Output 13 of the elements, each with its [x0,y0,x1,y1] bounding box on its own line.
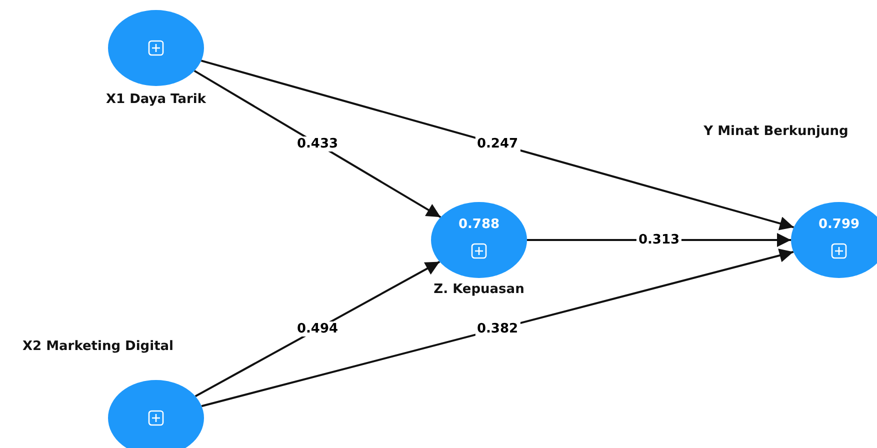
path-arrow [194,70,442,218]
construct-label: Z. Kepuasan [434,282,524,297]
construct-label: Y Minat Berkunjung [704,124,848,139]
path-coefficient: 0.382 [474,322,520,336]
path-coefficient: 0.247 [474,136,520,152]
path-arrow [200,60,794,230]
r-squared-value: 0.788 [457,217,501,232]
path-arrow [201,248,794,408]
construct-label: X2 Marketing Digital [22,339,174,354]
path-coefficient: 0.494 [294,322,340,336]
construct-label: X1 Daya Tarik [106,92,206,107]
r-squared-value: 0.799 [817,217,861,232]
path-arrow [194,260,440,398]
